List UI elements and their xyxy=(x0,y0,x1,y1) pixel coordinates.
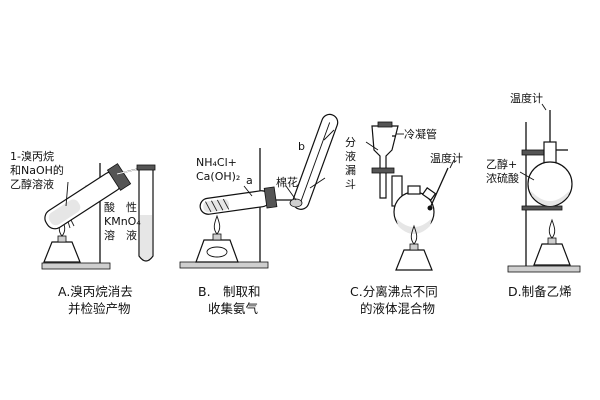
panel-c-caption: C.分离沸点不同 的液体混合物 xyxy=(350,284,442,316)
panel-a-caption: A.溴丙烷消去 并检验产物 xyxy=(58,284,137,316)
panel-c-thermometer-label: 温度计 xyxy=(430,151,463,165)
panel-c-distillation-apparatus: 分 液 漏 斗 冷凝管 温度计 C.分离沸点不同 的液体混合物 xyxy=(345,121,463,316)
panel-a-kmno4-label: 酸 性 KMnO₄ 溶 液 xyxy=(104,200,144,242)
panel-b-stand-base xyxy=(179,261,269,269)
panel-b-alcohol-lamp xyxy=(195,239,239,263)
panel-d-thermometer-label: 温度计 xyxy=(510,91,543,105)
panel-c-funnel-label: 分 液 漏 斗 xyxy=(345,136,360,191)
panel-b-ammonia-apparatus: NH₄Cl+ Ca(OH)₂ a b 棉花 B. 制取和 收集氨气 xyxy=(179,113,339,316)
panel-b-cotton xyxy=(289,198,303,208)
panel-b-flame xyxy=(213,214,221,235)
panel-d-clamp-ring xyxy=(521,205,563,211)
panel-b-test-tube xyxy=(199,186,278,215)
panel-b-label-b: b xyxy=(298,140,305,153)
panel-d-flame xyxy=(548,218,556,239)
panel-b-collection-tube xyxy=(292,113,339,210)
panel-c-thermometer xyxy=(429,167,449,209)
panel-b-cotton-label: 棉花 xyxy=(276,175,298,189)
panel-d-ethylene-apparatus: 温度计 乙醇+ 浓硫酸 D.制备乙烯 xyxy=(486,91,581,299)
panel-d-reagent-label: 乙醇+ 浓硫酸 xyxy=(486,157,521,185)
panel-a-stand-base xyxy=(41,262,111,270)
panel-b-label-a: a xyxy=(246,174,253,187)
panel-d-caption: D.制备乙烯 xyxy=(508,284,572,299)
panel-d-alcohol-lamp xyxy=(533,243,571,266)
panel-d-stand-base xyxy=(507,265,581,273)
panel-a-test-tube-inclined xyxy=(44,163,132,230)
panel-a-elimination-apparatus: 1-溴丙烷 和NaOH的 乙醇溶液 酸 性 KMnO₄ 溶 液 A.溴丙烷消去 … xyxy=(10,149,156,316)
panel-b-caption: B. 制取和 收集氨气 xyxy=(198,284,265,316)
panel-c-funnel-stopcock xyxy=(371,167,395,174)
panel-c-flame xyxy=(410,224,418,245)
panel-d-round-flask xyxy=(527,161,573,207)
panel-a-reagent-label: 1-溴丙烷 和NaOH的 乙醇溶液 xyxy=(10,149,67,191)
panel-a-alcohol-lamp xyxy=(43,241,81,263)
panel-d-flask-neck xyxy=(543,141,557,165)
panel-c-condenser-label: 冷凝管 xyxy=(404,127,437,141)
panel-c-alcohol-lamp xyxy=(395,249,433,271)
panel-a-lamp-neck xyxy=(57,235,67,243)
panel-a-reagent-pointer xyxy=(65,181,69,207)
panel-b-reagent-label: NH₄Cl+ Ca(OH)₂ xyxy=(196,156,240,183)
